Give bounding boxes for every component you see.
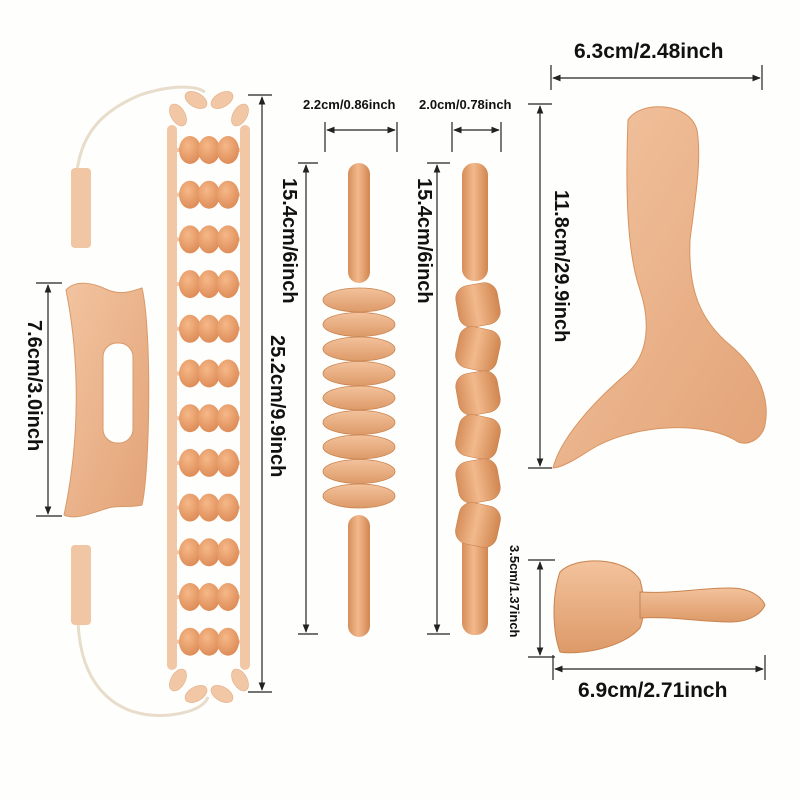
wheel-roller xyxy=(322,163,396,637)
belt-length-label: 25.2cm/9.9inch xyxy=(266,335,288,478)
belt-side-left xyxy=(167,125,177,670)
bead-rows xyxy=(172,136,246,656)
roller-wheels xyxy=(322,287,396,509)
cube-roller xyxy=(455,163,501,635)
curved-board xyxy=(63,282,150,518)
roller-cubes xyxy=(455,282,501,548)
wheel-roller-width-label: 2.2cm/0.86inch xyxy=(303,97,396,112)
fishtail-board xyxy=(552,106,767,469)
board-handle-slot xyxy=(102,342,134,444)
dimension-lines xyxy=(36,65,766,693)
board-height-label: 7.6cm/3.0inch xyxy=(23,320,45,452)
fishtail-height-label: 11.8cm/29.9inch xyxy=(550,190,572,343)
belt-handle-top xyxy=(71,168,91,248)
bead-belt xyxy=(71,85,250,718)
cup-height-label: 3.5cm/1.37inch xyxy=(507,545,522,638)
cup-length-label: 6.9cm/2.71inch xyxy=(578,679,728,702)
massage-cup xyxy=(553,560,766,654)
fishtail-width-label: 6.3cm/2.48inch xyxy=(574,40,724,63)
wheel-roller-length-label: 15.4cm/6inch xyxy=(278,178,300,304)
belt-handle-bottom xyxy=(71,545,91,625)
cube-roller-length-label: 15.4cm/6inch xyxy=(413,178,435,304)
cube-roller-width-label: 2.0cm/0.78inch xyxy=(419,97,512,112)
belt-side-right xyxy=(240,125,250,670)
cord-bottom xyxy=(76,619,210,718)
